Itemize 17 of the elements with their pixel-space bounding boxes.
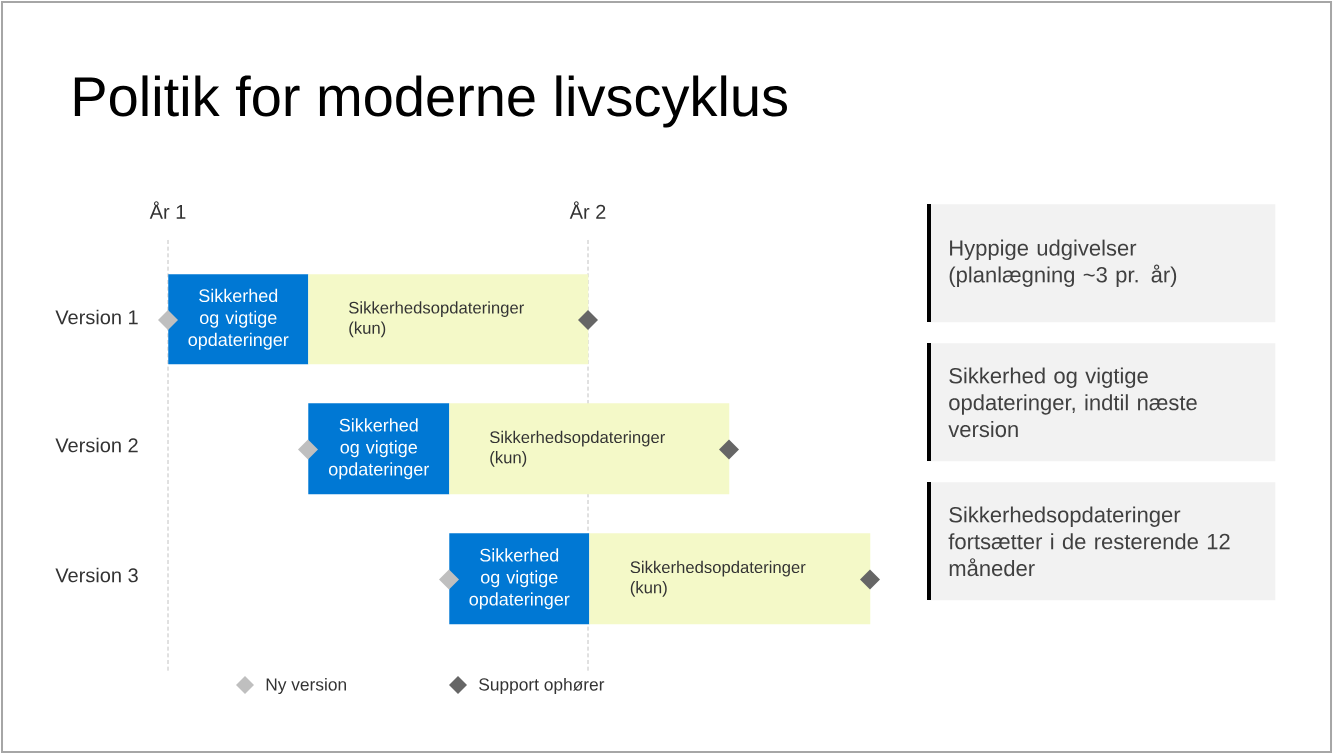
security-only-box: Sikkerhedsopdateringer (kun) [449,403,730,495]
legend-label: Ny version [266,677,346,695]
note-box: Sikkerhedsopdateringer fortsætter i de resterende 12 måneder [927,482,1276,601]
note-box: Sikkerhed og vigtige opdateringer, indtil næste version [927,343,1276,462]
security-box: Sikkerhed og vigtige opdateringer [308,403,450,495]
row-label: Version 3 [55,567,138,583]
year-label: År 1 [149,201,186,219]
security-box: Sikkerhed og vigtige opdateringer [168,274,309,365]
legend-label: Support ophører [479,677,605,695]
security-box: Sikkerhed og vigtige opdateringer [449,533,590,625]
note-box: Hyppige udgivelser (planlægning ~3 pr. år) [927,204,1276,323]
security-only-box: Sikkerhedsopdateringer (kun) [589,533,871,625]
row-label: Version 1 [55,309,138,325]
slide-title: Politik for moderne livscyklus [74,75,787,128]
security-only-box: Sikkerhedsopdateringer (kun) [308,274,589,365]
year-label: År 2 [569,201,606,219]
row-label: Version 2 [55,437,138,453]
